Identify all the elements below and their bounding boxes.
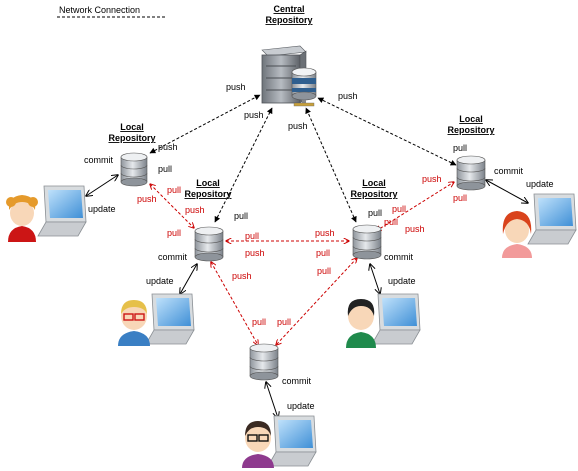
repo3-peer-push-label-left: push — [315, 228, 335, 238]
legend-label: Network Connection — [59, 5, 140, 15]
repo3-title-line2: Repository — [350, 189, 397, 199]
link-user3-repo3 — [370, 264, 380, 294]
repo2-peer-pull-label-left: pull — [167, 228, 181, 238]
repo2-peer-push-label-right: push — [245, 248, 265, 258]
database-icon — [352, 224, 382, 260]
repo4-update-label: update — [526, 179, 554, 189]
central-database-icon — [291, 67, 317, 107]
repo5-peer-pull-label-left: pull — [252, 317, 266, 327]
repo3-title-line1: Local — [362, 178, 386, 188]
repo4-commit-label: commit — [494, 166, 523, 176]
database-icon — [249, 343, 279, 381]
repo2-peer-push-label-left: push — [185, 205, 205, 215]
link-repo2-central — [214, 107, 273, 223]
repo2-title-line2: Repository — [184, 189, 231, 199]
link-repo3-central — [305, 107, 357, 223]
legend: Network Connection — [57, 5, 167, 18]
repo5-commit-label: commit — [282, 376, 311, 386]
local-repository-1: Local Repository push pull commit update… — [84, 122, 181, 214]
repo1-peer-push-label: push — [137, 194, 157, 204]
laptop-icon — [527, 193, 577, 245]
database-icon — [456, 155, 486, 191]
local-links — [86, 175, 528, 418]
workstation-1 — [6, 185, 87, 242]
repo3-pull-label: pull — [368, 208, 382, 218]
user-avatar-icon — [6, 195, 38, 242]
workstation-4 — [502, 193, 577, 258]
repo4-peer-push-label: push — [422, 174, 442, 184]
laptop-icon — [371, 293, 421, 345]
repo4-title-line2: Repository — [447, 125, 494, 135]
repo1-title-line1: Local — [120, 122, 144, 132]
central-push-label-4: push — [338, 91, 358, 101]
local-repository-3: Local Repository pull commit update push… — [315, 178, 425, 286]
local-repository-4: Local Repository pull commit update push… — [422, 114, 554, 203]
link-user2-repo2 — [180, 264, 197, 294]
database-icon — [120, 152, 148, 187]
repo2-update-label: update — [146, 276, 174, 286]
laptop-icon — [145, 293, 195, 345]
central-title-line1: Central — [273, 4, 304, 14]
central-push-label-2: push — [244, 110, 264, 120]
central-repository: Central Repository push push push push — [226, 4, 358, 131]
repo3-peer-pull-label-right-2: pull — [384, 217, 398, 227]
laptop-icon — [37, 185, 87, 237]
laptop-icon — [267, 415, 317, 467]
user-avatar-icon — [242, 421, 274, 468]
repo3-peer-push-label-right: push — [405, 224, 425, 234]
workstation-5 — [242, 415, 317, 468]
link-user5-repo5 — [266, 382, 278, 418]
link-user4-repo4 — [486, 180, 528, 203]
central-push-label-3: push — [288, 121, 308, 131]
user-avatar-icon — [346, 299, 376, 348]
repo2-title-line1: Local — [196, 178, 220, 188]
repo4-peer-pull-label: pull — [453, 193, 467, 203]
repo1-commit-label: commit — [84, 155, 113, 165]
database-icon — [194, 226, 224, 262]
repo3-update-label: update — [388, 276, 416, 286]
repo4-title-line1: Local — [459, 114, 483, 124]
repo3-peer-pull-label-bottom: pull — [317, 266, 331, 276]
workstation-3 — [346, 293, 421, 348]
local-repository-5: commit update pull pull — [249, 317, 315, 411]
repo2-pull-label: pull — [234, 211, 248, 221]
central-push-label-1: push — [226, 82, 246, 92]
peer-connections — [150, 182, 454, 345]
repo1-title-line2: Repository — [108, 133, 155, 143]
repo3-commit-label: commit — [384, 252, 413, 262]
user-avatar-icon — [118, 300, 150, 346]
repo3-peer-pull-label-right: pull — [392, 204, 406, 214]
link-repo4-central — [317, 97, 457, 166]
repo2-peer-pull-label-right: pull — [245, 231, 259, 241]
workstation-2 — [118, 293, 195, 346]
network-connections — [149, 94, 457, 223]
repo1-peer-pull-label: pull — [167, 185, 181, 195]
local-repository-2: Local Repository pull commit update pull… — [146, 178, 265, 286]
repo1-pull-label: pull — [158, 164, 172, 174]
repo3-peer-pull-label-left: pull — [316, 248, 330, 258]
repo4-pull-label: pull — [453, 143, 467, 153]
repo5-peer-pull-label-right: pull — [277, 317, 291, 327]
repo2-commit-label: commit — [158, 252, 187, 262]
peer-repo3-repo4 — [376, 182, 454, 231]
peer-repo1-repo2 — [150, 184, 194, 228]
link-repo1-central — [149, 94, 261, 154]
central-title-line2: Repository — [265, 15, 312, 25]
peer-repo2-repo5 — [211, 262, 258, 345]
repo5-update-label: update — [287, 401, 315, 411]
repo2-peer-push-label-bottom: push — [232, 271, 252, 281]
repo1-push-label: push — [158, 142, 178, 152]
link-user1-repo1 — [86, 175, 118, 196]
repo1-update-label: update — [88, 204, 116, 214]
user-avatar-icon — [502, 211, 532, 258]
